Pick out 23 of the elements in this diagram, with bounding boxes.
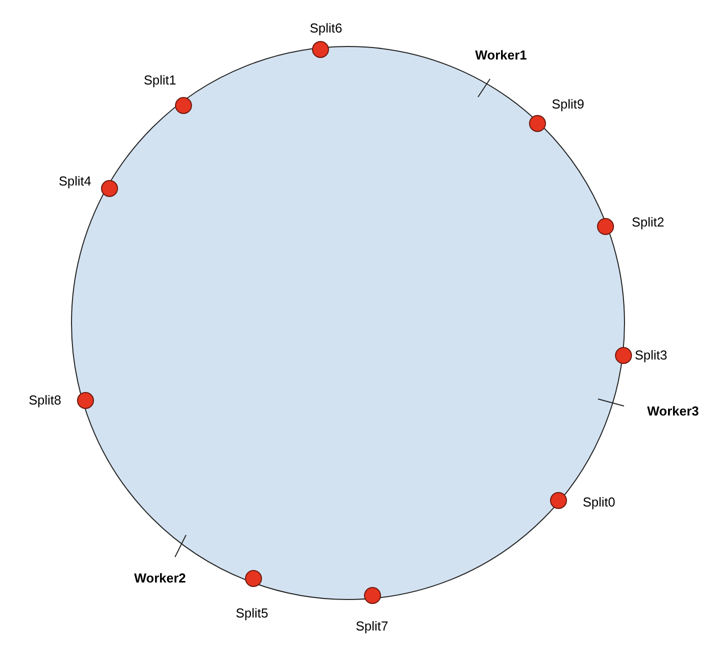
split-dot	[614, 346, 632, 364]
split-label: Split4	[58, 174, 92, 188]
split-label: Split6	[310, 20, 342, 36]
split-label: Split5	[236, 606, 268, 620]
split-label: Split9	[552, 96, 584, 112]
split-label: Split8	[28, 392, 62, 408]
worker-label: Worker1	[475, 48, 527, 62]
split-dot	[312, 40, 328, 58]
split-dot	[76, 392, 94, 408]
split-dot	[364, 586, 380, 604]
split-label: Split1	[144, 72, 176, 88]
worker-label: Worker3	[647, 404, 699, 418]
split-dot	[174, 96, 192, 114]
split-dot	[244, 570, 262, 586]
split-dot	[596, 218, 614, 234]
split-dot	[528, 114, 546, 132]
split-dot	[550, 492, 566, 508]
split-label: Split3	[634, 348, 668, 362]
split-label: Split7	[356, 618, 388, 634]
worker-label: Worker2	[134, 570, 186, 586]
split-dot	[100, 180, 118, 196]
split-label: Split2	[632, 214, 664, 230]
split-label: Split0	[582, 494, 616, 510]
